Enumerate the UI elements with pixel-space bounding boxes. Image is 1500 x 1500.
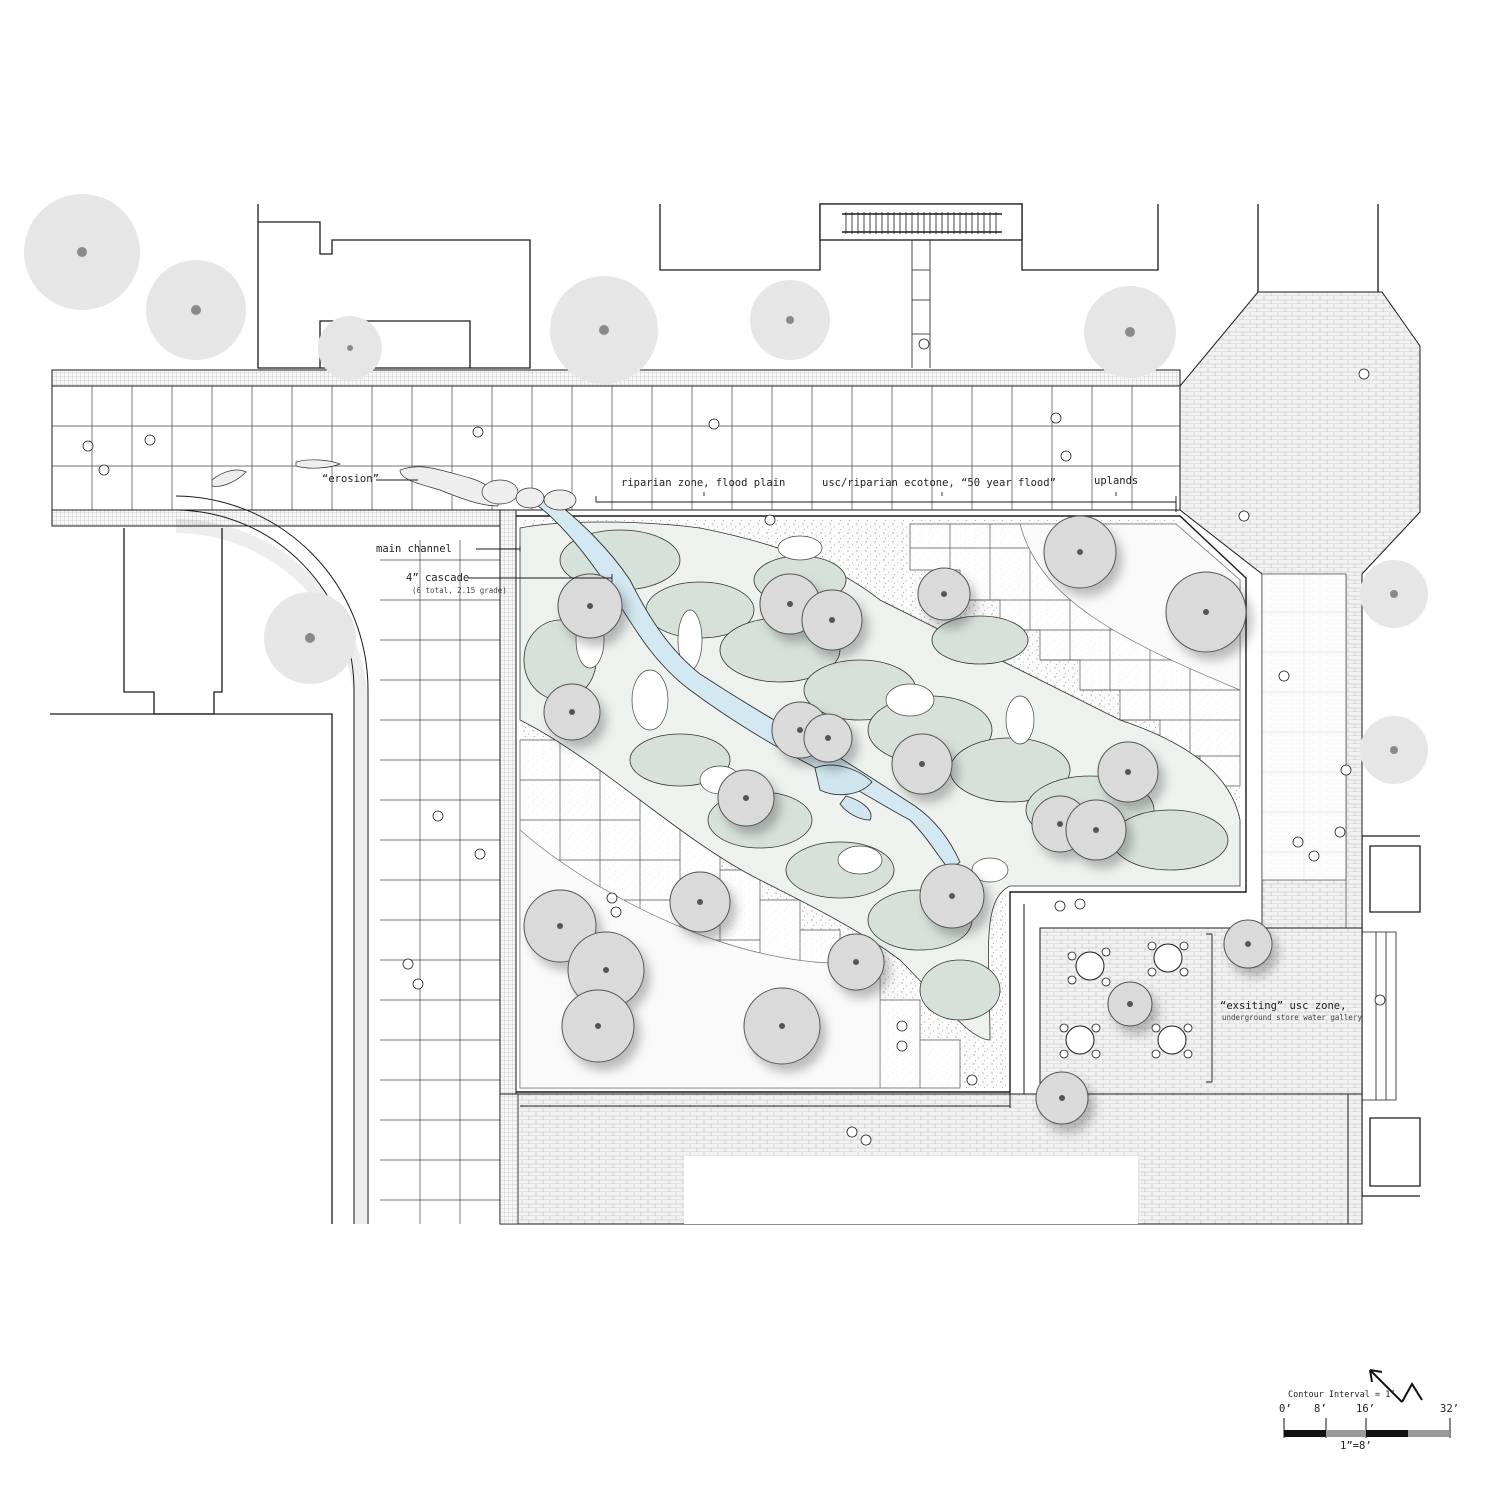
buildings-west bbox=[50, 528, 333, 1224]
scale-tick-8: 8’ bbox=[1314, 1403, 1327, 1415]
scale-bar-ticks bbox=[1283, 1418, 1451, 1438]
label-main-channel: main channel bbox=[376, 543, 452, 555]
buildings-north bbox=[257, 203, 1159, 369]
stair-north bbox=[845, 212, 997, 368]
scale-bar-segment-2 bbox=[1326, 1430, 1366, 1437]
scale-tick-16: 16’ bbox=[1356, 1403, 1375, 1415]
scale-bar-segment-1 bbox=[1284, 1430, 1326, 1437]
north-arrow bbox=[1369, 1369, 1423, 1403]
label-riparian-zone: riparian zone, flood plain bbox=[621, 477, 786, 489]
scale-tick-0: 0’ bbox=[1279, 1403, 1292, 1415]
scale-bar-segment-3 bbox=[1366, 1430, 1408, 1437]
label-uplands-zone: uplands bbox=[1094, 475, 1139, 487]
garden-walls bbox=[499, 501, 1247, 1108]
annotation-leaders bbox=[376, 479, 1213, 1083]
scale-tick-32: 32’ bbox=[1440, 1403, 1459, 1415]
people-figures bbox=[82, 338, 1386, 1146]
label-cascade-note: (6 total, 2.15 grade) bbox=[412, 586, 507, 595]
label-ecotone-zone: usc/riparian ecotone, “50 year flood” bbox=[822, 477, 1056, 489]
label-usc-zone-note: underground store water gallery bbox=[1222, 1013, 1362, 1022]
label-erosion: “erosion” bbox=[322, 473, 379, 485]
cafe-chairs bbox=[1059, 941, 1193, 1059]
street-tree-trunks bbox=[77, 247, 1398, 754]
scale-bar bbox=[1284, 1430, 1449, 1437]
cafe-tables bbox=[1065, 943, 1187, 1055]
label-scale-ratio: 1”=8’ bbox=[1340, 1440, 1372, 1452]
scale-bar-segment-4 bbox=[1408, 1430, 1449, 1437]
erosion-rocks bbox=[211, 459, 577, 511]
tree-trunks bbox=[557, 549, 1251, 1101]
label-usc-zone: “exsiting” usc zone, bbox=[1220, 1000, 1347, 1012]
paving bbox=[51, 291, 1421, 1225]
label-cascade: 4” cascade bbox=[406, 572, 470, 584]
label-contour-interval: Contour Interval = 1’ bbox=[1288, 1390, 1396, 1400]
